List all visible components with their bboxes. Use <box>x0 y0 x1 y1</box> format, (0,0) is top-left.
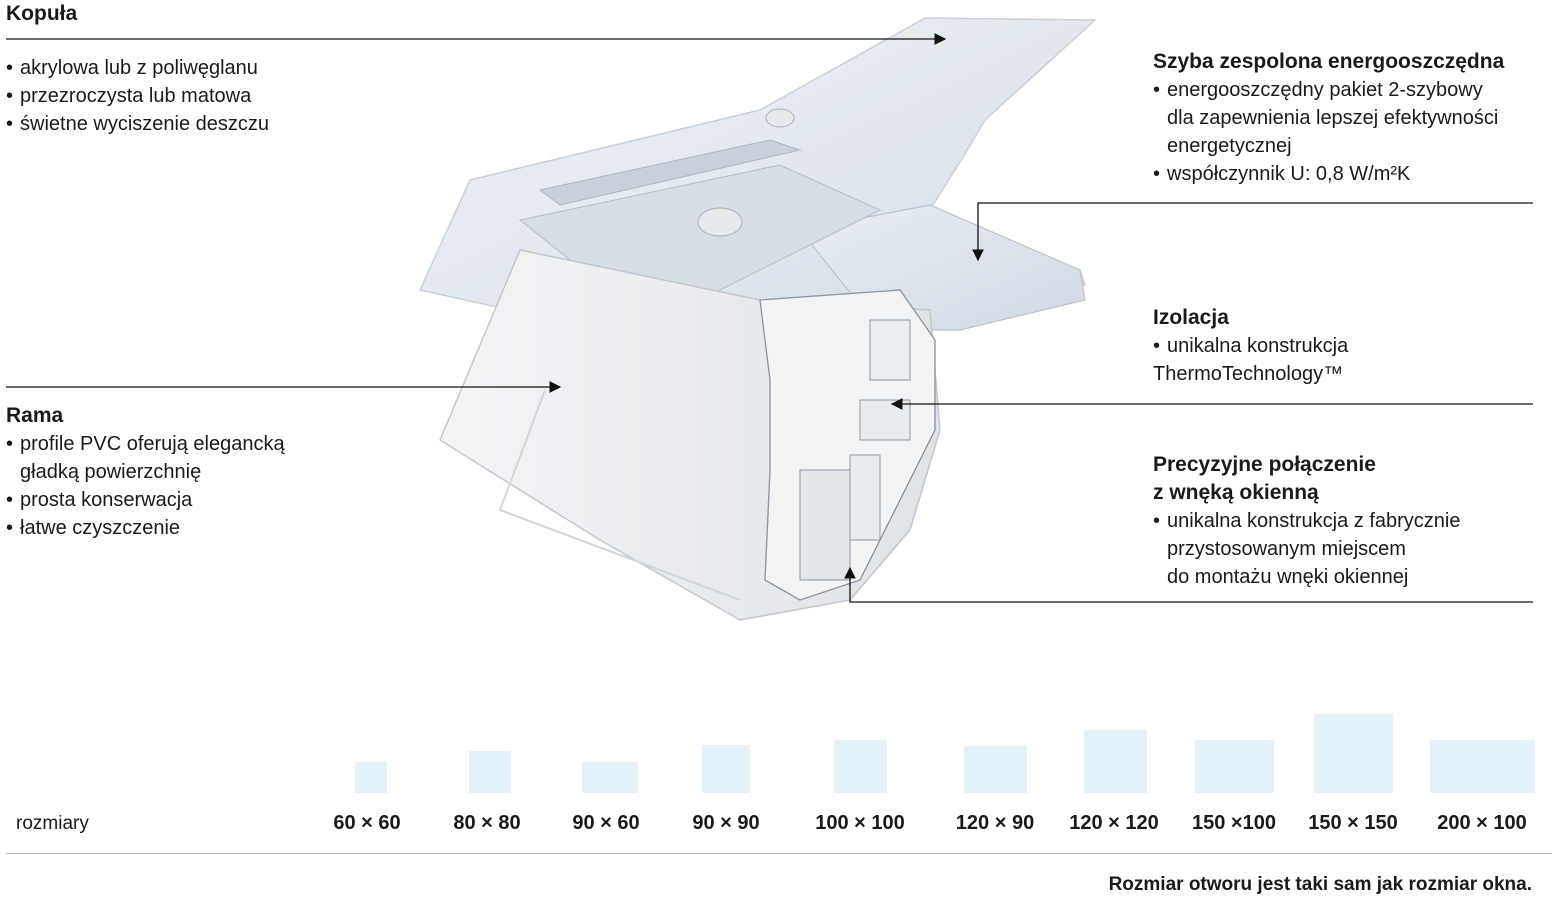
size-box-120x90 <box>964 746 1027 793</box>
izolacja-list: unikalna konstrukcja ThermoTechnology™ <box>1153 332 1348 388</box>
sizes-label: rozmiary <box>16 813 89 834</box>
list-item: energooszczędny pakiet 2-szybowy <box>1153 76 1498 104</box>
size-box-90x90 <box>702 745 750 793</box>
list-item: akrylowa lub z poliwęglanu <box>6 54 269 82</box>
list-item: przezroczysta lub matowa <box>6 82 269 110</box>
list-item: unikalna konstrukcja z fabrycznie <box>1153 507 1460 535</box>
list-item: łatwe czyszczenie <box>6 514 285 542</box>
size-box-60x60 <box>355 762 387 793</box>
list-item-continuation: ThermoTechnology™ <box>1153 363 1344 385</box>
polaczenie-list: unikalna konstrukcja z fabrycznie przyst… <box>1153 507 1460 591</box>
footnote: Rozmiar otworu jest taki sam jak rozmiar… <box>1108 874 1532 895</box>
size-label: 120 × 120 <box>1069 812 1159 834</box>
size-box-150x100 <box>1195 740 1274 793</box>
size-box-100x100 <box>834 740 887 793</box>
size-box-150x150 <box>1314 714 1393 793</box>
szyba-title: Szyba zespolona energooszczędna <box>1153 50 1505 73</box>
size-box-90x60 <box>582 762 638 793</box>
list-item: współczynnik U: 0,8 W/m²K <box>1153 160 1498 188</box>
izolacja-title: Izolacja <box>1153 306 1229 329</box>
szyba-list: energooszczędny pakiet 2-szybowy dla zap… <box>1153 76 1498 188</box>
list-item-continuation: do montażu wnęki okiennej <box>1167 566 1409 588</box>
size-box-80x80 <box>469 751 511 793</box>
size-label: 90 × 60 <box>572 812 640 834</box>
polaczenie-title-line2: z wnęką okienną <box>1153 481 1319 504</box>
rama-title: Rama <box>6 404 64 427</box>
list-item-continuation: przystosowanym miejscem <box>1167 538 1406 560</box>
size-box-120x120 <box>1084 730 1147 793</box>
size-label: 90 × 90 <box>692 812 760 834</box>
list-item: świetne wyciszenie deszczu <box>6 110 269 138</box>
rama-list: profile PVC oferują elegancką gładką pow… <box>6 430 285 542</box>
list-item: unikalna konstrukcja <box>1153 332 1348 360</box>
list-item-continuation: gładką powierzchnię <box>20 461 202 483</box>
size-label: 150 × 150 <box>1308 812 1398 834</box>
list-item-continuation: dla zapewnienia lepszej efektywności <box>1167 107 1499 129</box>
kopula-list: akrylowa lub z poliwęglanu przezroczysta… <box>6 54 269 138</box>
size-label: 80 × 80 <box>453 812 521 834</box>
size-label: 60 × 60 <box>333 812 401 834</box>
size-label: 100 × 100 <box>815 812 905 834</box>
size-label: 120 × 90 <box>955 812 1035 834</box>
kopula-title: Kopuła <box>6 2 78 25</box>
polaczenie-title: Precyzyjne połączenie <box>1153 453 1376 476</box>
list-item-continuation: energetycznej <box>1167 135 1292 157</box>
list-item: prosta konserwacja <box>6 486 285 514</box>
size-label: 200 × 100 <box>1437 812 1527 834</box>
divider <box>6 853 1552 854</box>
size-label: 150 ×100 <box>1192 812 1276 834</box>
list-item: profile PVC oferują elegancką <box>6 430 285 458</box>
size-box-200x100 <box>1430 740 1535 793</box>
